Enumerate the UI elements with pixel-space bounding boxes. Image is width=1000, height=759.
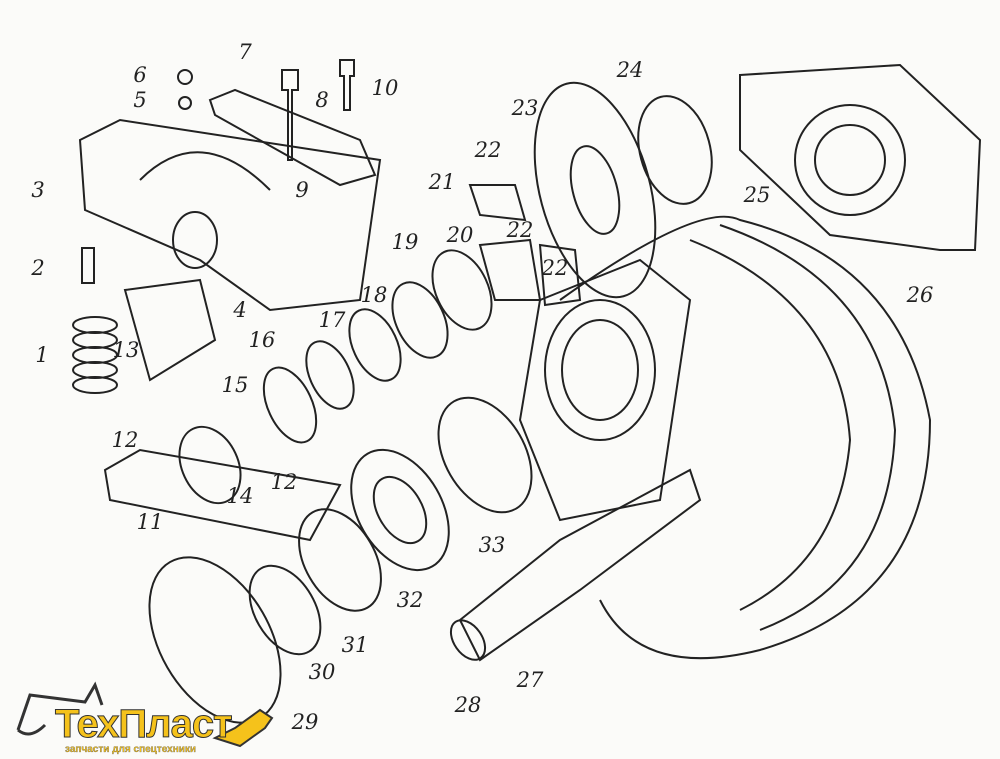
part-label: 21 [428,170,456,194]
part-label: 13 [112,338,140,362]
part-label: 23 [511,96,539,120]
part-label: 2 [31,256,45,280]
lock-plate [478,238,542,301]
flange-bore [569,145,621,235]
washer [248,564,322,656]
part-label: 17 [318,308,346,332]
housing-cap [78,118,382,312]
part-label: 18 [360,283,388,307]
lock-plate [538,243,582,307]
part-label: 5 [133,88,147,112]
part-label: 6 [133,63,147,87]
part-label: 1 [35,343,49,367]
part-label: 25 [743,183,771,207]
part-label: 7 [238,40,252,64]
logo-subtitle: запчасти для спецтехники [65,744,197,755]
bolt [339,59,355,111]
bolt [281,69,299,161]
excavator-icon [16,681,274,748]
spring-seat [178,425,242,505]
part-label: 14 [226,484,254,508]
part-label: 12 [270,470,298,494]
part-label: 20 [446,223,474,247]
spring [72,316,118,394]
washer [178,96,192,110]
seal [305,340,355,410]
part-label: 24 [616,58,644,82]
part-label: 31 [341,633,369,657]
seal [391,281,449,359]
part-label: 27 [516,668,544,692]
roller-bearing [350,448,450,572]
part-label: 3 [31,178,45,202]
part-label: 22 [474,138,502,162]
bushing [437,396,533,514]
part-label: 26 [906,283,934,307]
seal [348,308,402,382]
part-label: 10 [371,76,399,100]
part-label: 32 [396,588,424,612]
part-label: 12 [111,428,139,452]
seal [262,366,318,444]
pin [81,247,95,284]
part-label: 28 [454,693,482,717]
logo-title: ТехПласт [55,702,234,747]
lock-plate [468,184,527,222]
part-label: 30 [308,660,336,684]
o-ring [637,95,713,205]
part-label: 29 [291,710,319,734]
part-label: 4 [233,298,247,322]
part-label: 33 [478,533,506,557]
ring [298,508,382,612]
drum-housing [518,215,932,660]
part-label: 19 [391,230,419,254]
support-base [103,278,342,542]
nut [177,69,193,85]
bearing-block [739,63,982,251]
part-label: 22 [506,218,534,242]
part-label: 16 [248,328,276,352]
part-label: 8 [315,88,329,112]
bracket [208,88,377,187]
part-label: 15 [221,373,249,397]
shaft [449,468,702,662]
part-label: 11 [136,510,164,534]
part-label: 22 [541,256,569,280]
seal [431,249,493,331]
brand-logo: ТехПласт запчасти для спецтехники [10,680,280,755]
part-label: 9 [295,178,309,202]
